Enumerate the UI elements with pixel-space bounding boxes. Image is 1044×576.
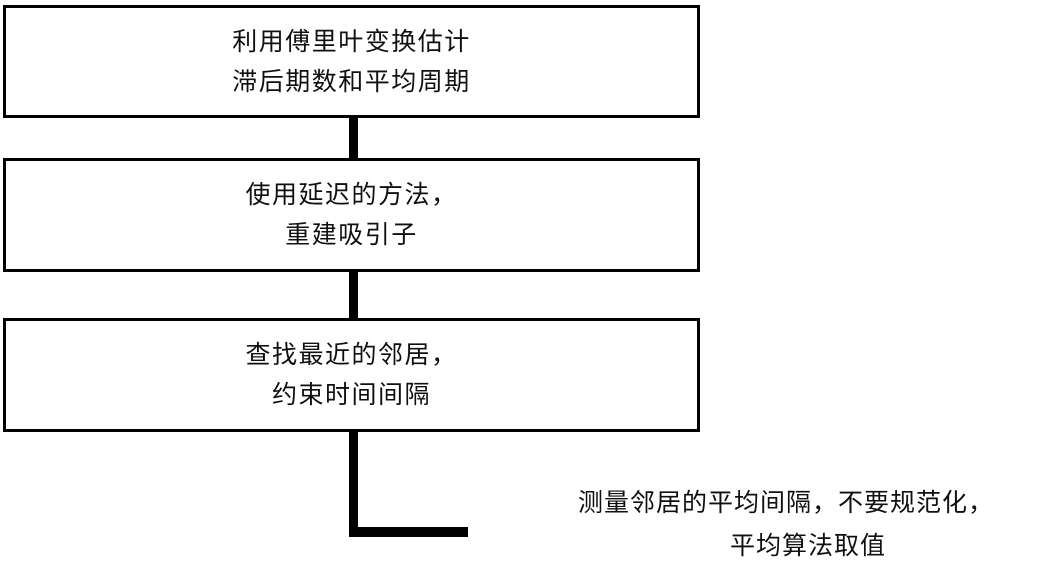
connector-node3-to-note-horizontal <box>349 527 468 537</box>
node-3-line-2: 约束时间间隔 <box>271 380 431 409</box>
annotation-line-1: 测量邻居的平均间隔，不要规范化， <box>578 488 995 517</box>
flowchart-annotation-note: 测量邻居的平均间隔，不要规范化， 平均算法取值 <box>578 481 1038 567</box>
annotation-line-2: 平均算法取值 <box>729 531 886 560</box>
flowchart-node-2: 使用延迟的方法， 重建吸引子 <box>3 158 700 272</box>
node-2-line-1: 使用延迟的方法， <box>245 180 458 209</box>
flowchart-node-3: 查找最近的邻居， 约束时间间隔 <box>3 318 700 432</box>
node-2-line-2: 重建吸引子 <box>285 220 418 249</box>
flowchart-node-1: 利用傅里叶变换估计 滞后期数和平均周期 <box>3 5 700 118</box>
connector-node1-to-node2 <box>349 116 358 160</box>
connector-node2-to-node3 <box>349 270 358 320</box>
connector-node3-to-note-vertical <box>349 430 358 537</box>
node-1-line-1: 利用傅里叶变换估计 <box>232 26 471 56</box>
node-3-line-1: 查找最近的邻居， <box>245 340 458 369</box>
node-1-line-2: 滞后期数和平均周期 <box>232 66 471 96</box>
